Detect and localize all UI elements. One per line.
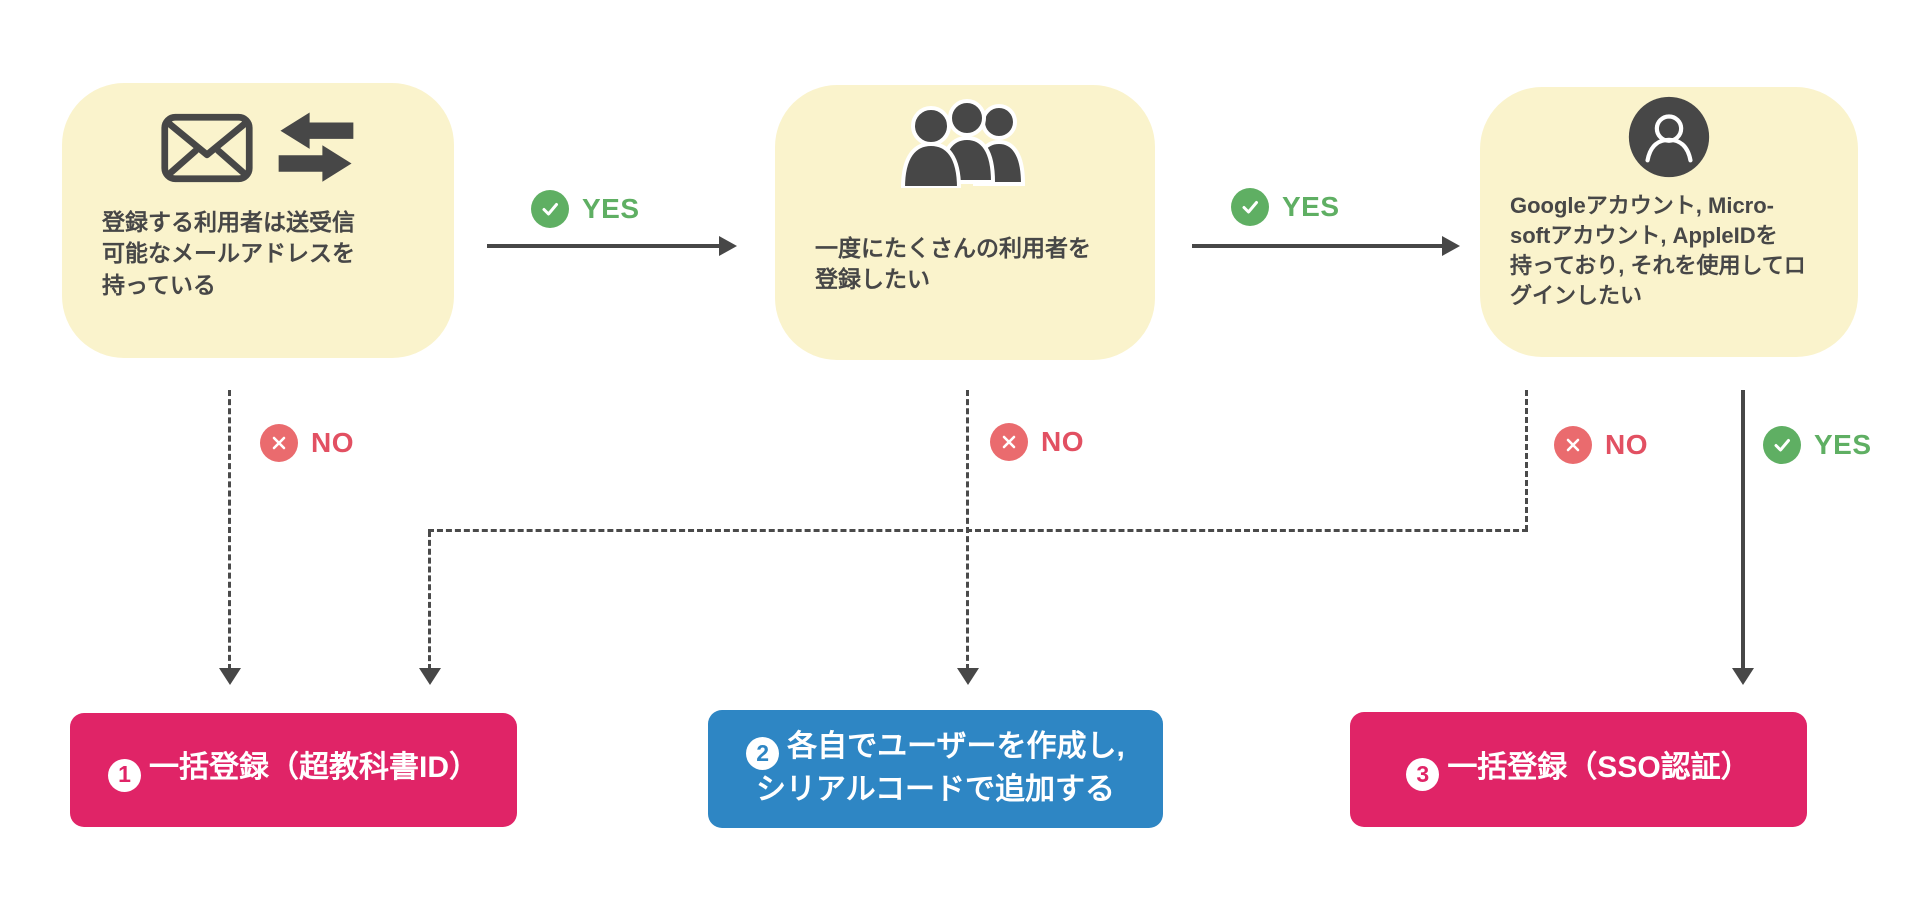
result-label: 一括登録（超教科書ID） [149, 751, 479, 785]
arrowhead-q3-no [419, 668, 441, 685]
question-box-bulk-users: 一度にたくさんの利用者を 登録したい [775, 85, 1155, 360]
question-box-sso-account: Googleアカウント, Micro- softアカウント, AppleIDを … [1480, 87, 1858, 357]
question-box-sso-account-icons [1627, 95, 1711, 183]
send-receive-arrows-icon [275, 107, 357, 194]
arrowhead-q1-no [219, 668, 241, 685]
yes-label: YES [582, 193, 640, 224]
question-text-email: 登録する利用者は送受信 可能なメールアドレスを 持っている [102, 209, 355, 298]
result-label: 一括登録（SSO認証） [1447, 750, 1751, 784]
no-badge-1: NO [260, 424, 354, 462]
no-label: NO [311, 427, 354, 458]
question-box-email: 登録する利用者は送受信 可能なメールアドレスを 持っている [62, 83, 454, 358]
question-text-sso-account: Googleアカウント, Micro- softアカウント, AppleIDを … [1510, 193, 1806, 308]
no-badge-2: NO [990, 423, 1084, 461]
arrowhead-q1-to-q2 [719, 236, 737, 256]
no-label: NO [1041, 426, 1084, 457]
arrow-q2-to-q3 [1192, 244, 1444, 248]
dashed-line-q1-no-down [228, 390, 231, 670]
yes-badge-1: YES [531, 190, 640, 228]
circled-number-3: 3 [1406, 758, 1440, 792]
yes-badge-3: YES [1763, 426, 1872, 464]
line-q3-yes-down [1741, 390, 1745, 668]
check-icon [1231, 188, 1269, 226]
cross-icon [1554, 426, 1592, 464]
arrowhead-q2-no [957, 668, 979, 685]
arrowhead-q3-yes [1732, 668, 1754, 685]
question-box-email-icons [159, 107, 357, 193]
result-label: 各自でユーザーを作成し, シリアルコードで追加する [755, 730, 1125, 807]
mail-envelope-icon [159, 109, 255, 192]
person-circle-icon [1627, 95, 1711, 184]
yes-label: YES [1814, 429, 1872, 460]
no-label: NO [1605, 429, 1648, 460]
circled-number-2: 2 [746, 737, 780, 771]
yes-badge-2: YES [1231, 188, 1340, 226]
dashed-line-q3-no-to-result1 [428, 531, 431, 670]
cross-icon [990, 423, 1028, 461]
arrow-q1-to-q2 [487, 244, 721, 248]
question-text-bulk-users: 一度にたくさんの利用者を 登録したい [815, 235, 1091, 293]
cross-icon [260, 424, 298, 462]
people-group-icon [883, 96, 1048, 193]
dashed-line-q3-no-across [428, 529, 1528, 532]
no-badge-3: NO [1554, 426, 1648, 464]
circled-number-1: 1 [108, 758, 141, 792]
question-box-bulk-users-icons [883, 98, 1048, 190]
check-icon [1763, 426, 1801, 464]
yes-label: YES [1282, 191, 1340, 222]
check-icon [531, 190, 569, 228]
dashed-line-q3-no-down [1525, 390, 1528, 531]
arrowhead-q2-to-q3 [1442, 236, 1460, 256]
